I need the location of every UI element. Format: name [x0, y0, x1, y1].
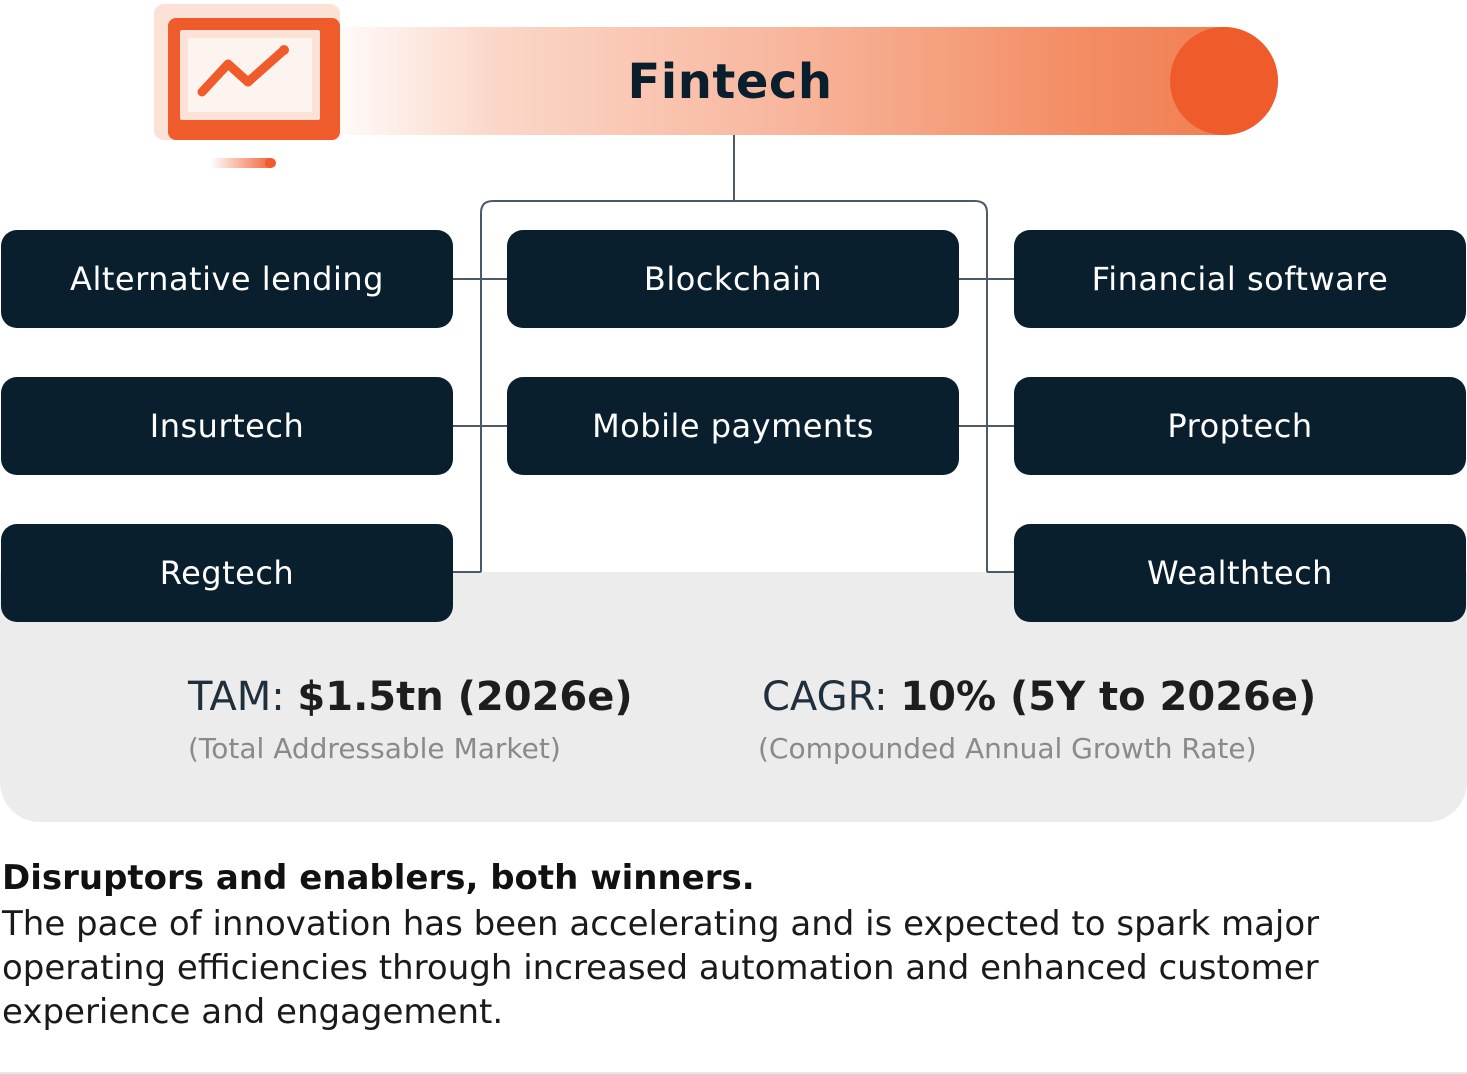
category-proptech: Proptech — [1014, 377, 1466, 475]
monitor-chart-icon — [154, 4, 340, 168]
cagr-value: 10% (5Y to 2026e) — [900, 674, 1317, 720]
tam-label: TAM: — [188, 674, 298, 720]
page-title: Fintech — [627, 54, 833, 110]
tam-value: $1.5tn (2026e) — [297, 674, 633, 720]
banner-accent-dot — [1170, 27, 1278, 135]
tam-metric: TAM: $1.5tn (2026e) — [188, 674, 633, 720]
category-blockchain: Blockchain — [507, 230, 959, 328]
caption-body: The pace of innovation has been accelera… — [2, 904, 1320, 1032]
category-insurtech: Insurtech — [1, 377, 453, 475]
bottom-divider — [0, 1072, 1467, 1074]
cagr-metric: CAGR: 10% (5Y to 2026e) — [762, 674, 1316, 720]
cagr-label: CAGR: — [762, 674, 901, 720]
category-regtech: Regtech — [1, 524, 453, 622]
caption-heading: Disruptors and enablers, both winners. — [2, 858, 755, 898]
cagr-subtitle: (Compounded Annual Growth Rate) — [758, 732, 1257, 765]
category-mobile-payments: Mobile payments — [507, 377, 959, 475]
header-banner — [320, 27, 1278, 135]
tam-subtitle: (Total Addressable Market) — [188, 732, 561, 765]
category-wealthtech: Wealthtech — [1014, 524, 1466, 622]
category-alternative-lending: Alternative lending — [1, 230, 453, 328]
category-financial-software: Financial software — [1014, 230, 1466, 328]
